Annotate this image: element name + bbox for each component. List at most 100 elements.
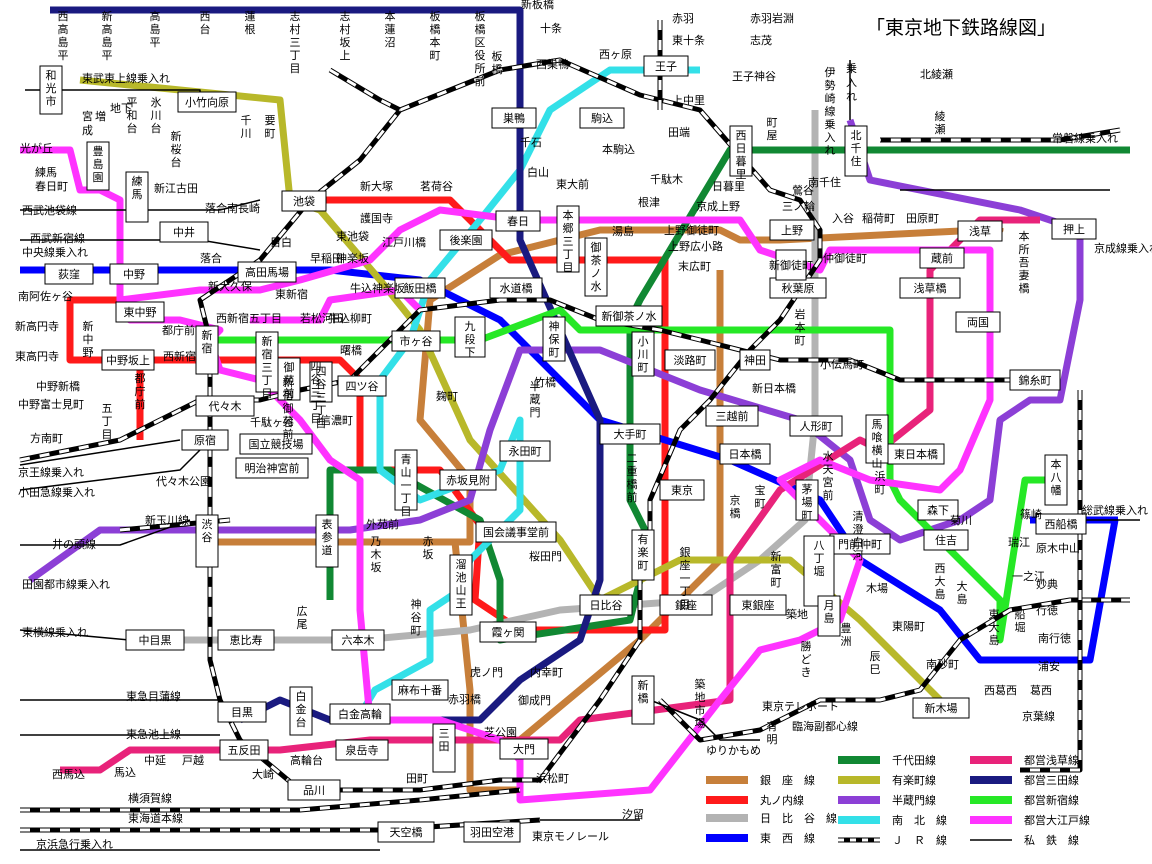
station-awajicho[interactable]: 淡路町 — [664, 349, 716, 371]
station-sugamo[interactable]: 巣鴨 — [491, 107, 537, 129]
station-ichigaya2[interactable]: 御苑前 — [277, 357, 301, 401]
station-shinokachimachi[interactable]: 新御徒町 — [769, 249, 813, 281]
station-hanedakuko[interactable]: 羽田空港 — [463, 821, 521, 843]
station-wakoshi[interactable]: 和光市 — [39, 65, 63, 115]
station-ochanomizu-box[interactable]: 御茶ノ水 — [584, 237, 608, 297]
station-oshiage[interactable]: 押上 — [1051, 218, 1097, 240]
station-azabujuban[interactable]: 麻布十番 — [391, 679, 449, 701]
station-ginza[interactable]: 銀座 — [659, 594, 713, 616]
station-higashinakano[interactable]: 東中野 — [115, 301, 165, 323]
station-korakuen[interactable]: 後楽園 — [439, 229, 493, 251]
station-otemachi[interactable]: 大手町 — [599, 423, 661, 445]
station-kanda[interactable]: 神田 — [739, 349, 771, 371]
label: 谷 — [411, 611, 422, 624]
station-ebisu[interactable]: 恵比寿 — [217, 629, 275, 651]
station-tenkubashi[interactable]: 天空橋 — [377, 821, 435, 843]
station-nishifunabashi[interactable]: 西船橋 — [1035, 513, 1087, 535]
station-ichigaya[interactable]: 市ヶ谷 — [391, 330, 441, 352]
label: 新 — [83, 319, 94, 333]
station-omotesando[interactable]: 表参道 — [315, 514, 339, 568]
station-sumiyoshi[interactable]: 住吉 — [923, 529, 969, 551]
station-monzennakacho[interactable]: 門前仲町 — [829, 533, 891, 555]
station-toshimaen[interactable]: 豊島園 — [86, 141, 110, 191]
station-higashinihombashi[interactable]: 東日本橋 — [887, 443, 945, 465]
station-tokyo[interactable]: 東京 — [659, 479, 705, 501]
station-nihombashi[interactable]: 日本橋 — [719, 443, 771, 465]
station-sengakuji[interactable]: 泉岳寺 — [335, 739, 389, 761]
station-higashiginza[interactable]: 東銀座 — [729, 594, 787, 616]
station-daimon[interactable]: 大門 — [499, 738, 549, 760]
station-ningyocho[interactable]: 人形町 — [789, 415, 843, 437]
station-shinjuku[interactable]: 新宿 — [195, 325, 219, 375]
station-shinochanomizu[interactable]: 新御茶ノ水 — [595, 305, 663, 327]
station-tsukishima[interactable]: 月島 — [817, 595, 841, 637]
station-kasumigaseki[interactable]: 霞ヶ関 — [479, 621, 537, 643]
station-roppongi[interactable]: 六本木 — [331, 629, 385, 651]
label: 岩 — [795, 307, 806, 321]
station-mitsukoshimae[interactable]: 三越前 — [705, 405, 759, 427]
station-shimbashi[interactable]: 新橋 — [631, 675, 655, 725]
station-jimbocho[interactable]: 神保町 — [542, 316, 566, 362]
station-label: 新木場 — [925, 701, 958, 715]
station-kudanshita[interactable]: 九段下 — [454, 316, 486, 359]
station-motoyawata[interactable]: 本八幡 — [1044, 454, 1068, 506]
station-harajuku[interactable]: 原宿 — [181, 429, 229, 451]
station-kotakemukaihara[interactable]: 小竹向原 — [177, 91, 237, 113]
station-kitasenju[interactable]: 北千住 — [844, 125, 868, 177]
station-meguro[interactable]: 目黒 — [217, 701, 267, 723]
label: 高 — [150, 9, 161, 23]
station-shinagawa[interactable]: 品川 — [287, 779, 341, 801]
station-komagome[interactable]: 駒込 — [579, 107, 625, 129]
station-kayabacho[interactable]: 茅場町 — [795, 479, 819, 522]
station-shinkiba[interactable]: 新木場 — [912, 697, 970, 719]
station-nagatacho[interactable]: 永田町 — [499, 440, 551, 462]
station-ikebukuro[interactable]: 池袋 — [281, 190, 327, 212]
station-takadanobaba[interactable]: 高田馬場 — [237, 261, 297, 283]
station-hatchobori[interactable]: 八丁堀 — [803, 535, 835, 607]
station-asakusabashi[interactable]: 浅草橋 — [899, 277, 961, 299]
station-kasuga[interactable]: 春日 — [495, 210, 541, 232]
station-yoyogi[interactable]: 代々木 — [195, 395, 255, 417]
label: 葛西 — [1030, 684, 1052, 697]
station-meijijingumae[interactable]: 明治神宮前 — [235, 457, 309, 479]
station-yurakucho[interactable]: 有楽町 — [631, 529, 655, 581]
station-nerima[interactable]: 練馬 — [125, 171, 149, 223]
label: 築地 — [786, 607, 808, 621]
station-gotanda[interactable]: 五反田 — [219, 739, 269, 761]
station-shibuya[interactable]: 渋谷 — [195, 514, 219, 568]
station-morishita[interactable]: 森下 — [917, 499, 959, 521]
station-nakai[interactable]: 中井 — [159, 221, 209, 243]
station-iidabashi[interactable]: 飯田橋 — [394, 277, 446, 299]
station-oji[interactable]: 王子 — [643, 55, 689, 77]
station-ryogoku[interactable]: 両国 — [955, 311, 1001, 333]
station-ogikubo[interactable]: 荻窪 — [44, 263, 94, 285]
station-akasakamitsuke[interactable]: 赤坂見附 — [439, 469, 497, 491]
station-yotsuya[interactable]: 四ツ谷 — [337, 375, 387, 397]
station-kinshicho[interactable]: 錦糸町 — [1009, 369, 1061, 391]
station-nakameguro[interactable]: 中目黒 — [125, 629, 185, 651]
station-akihabara[interactable]: 秋葉原 — [769, 277, 827, 299]
station-ueno[interactable]: 上野 — [769, 219, 815, 241]
station-nakanosakaue[interactable]: 中野坂上 — [101, 349, 155, 371]
station-mita[interactable]: 三田 — [432, 723, 456, 773]
station-nakano[interactable]: 中野 — [109, 263, 159, 285]
station-asakusa[interactable]: 浅草 — [957, 220, 1003, 242]
station-ogawamachi[interactable]: 小川町 — [631, 331, 655, 377]
station-label: 東銀座 — [742, 598, 775, 612]
label: 西新宿 — [163, 349, 196, 363]
station-kuramae[interactable]: 蔵前 — [919, 247, 965, 269]
station-suidobashi[interactable]: 水道橋 — [489, 277, 543, 299]
station-kokkaigijidomae[interactable]: 国会議事堂前 — [475, 521, 557, 543]
station-shirokanetakanawa[interactable]: 白金高輪 — [329, 703, 391, 725]
station-shirokanedai[interactable]: 白金台 — [289, 686, 313, 736]
station-hibiya[interactable]: 日比谷 — [579, 594, 633, 616]
station-kokuritsu[interactable]: 国立競技場 — [239, 433, 313, 455]
